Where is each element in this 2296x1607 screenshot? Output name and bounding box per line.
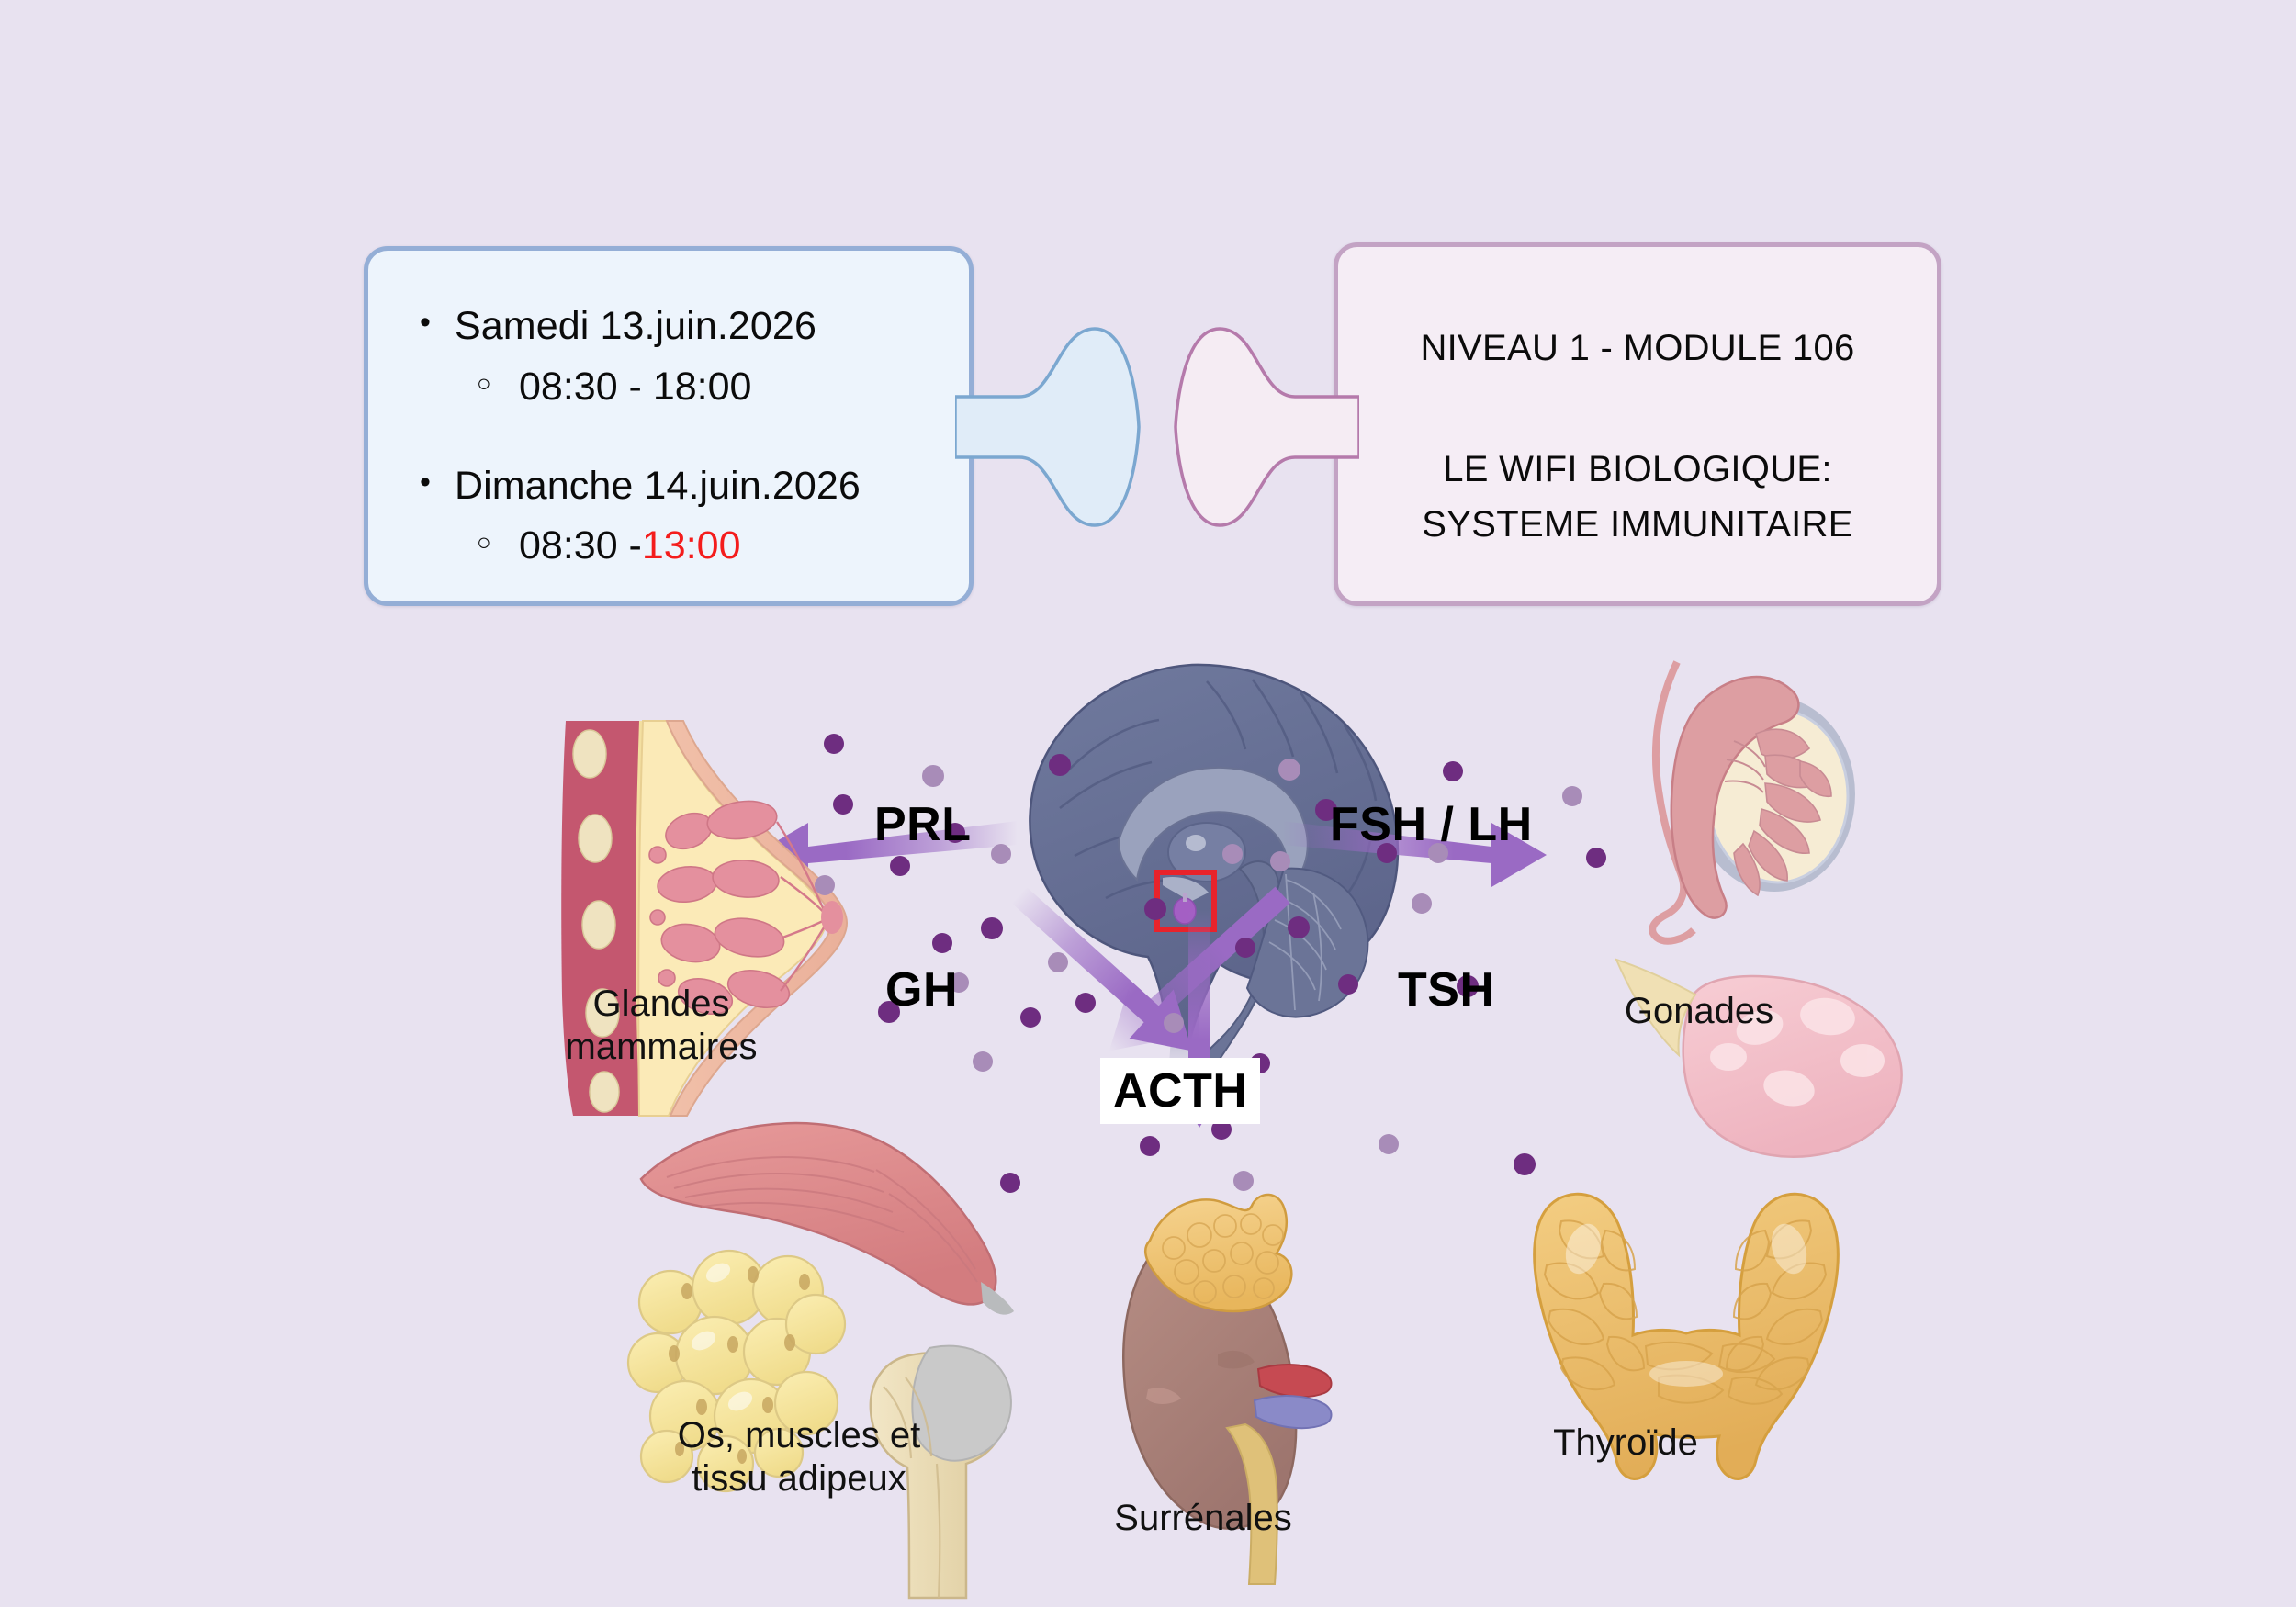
subject-line-2: SYSTEME IMMUNITAIRE	[1422, 504, 1853, 545]
module-line: NIVEAU 1 - MODULE 106	[1420, 328, 1855, 368]
renal-artery	[1256, 1364, 1333, 1399]
milk-lobules	[648, 800, 791, 1015]
panel-connector	[955, 327, 1359, 527]
hormone-label-acth: ACTH	[1100, 1058, 1261, 1124]
adipose-tissue	[626, 1249, 847, 1493]
hormone-label-gh: GH	[885, 963, 958, 1017]
arrow-fsh-lh	[1282, 821, 1547, 887]
title-text-block: NIVEAU 1 - MODULE 106 LE WIFI BIOLOGIQUE…	[1338, 247, 1937, 552]
organ-label-bone-muscle-fat: Os, muscles et tissu adipeux	[677, 1415, 921, 1500]
kidney-highlight	[1146, 1388, 1181, 1404]
organ-label-mammary: Glandes mammaires	[565, 983, 758, 1068]
schedule-time-highlight: 13:00	[641, 523, 741, 568]
fat-highlights	[691, 1263, 753, 1411]
lipid-nuclei	[669, 1266, 810, 1464]
subject-line-1: LE WIFI BIOLOGIQUE:	[1443, 449, 1832, 489]
bullet-icon: •	[420, 305, 432, 340]
sub-bullet-icon: ○	[477, 368, 491, 397]
ureter	[1225, 1422, 1278, 1585]
schedule-time-prefix: 08:30 -	[519, 523, 642, 568]
sub-bullet-icon: ○	[477, 528, 491, 556]
schedule-time-row: ○ 08:30 - 18:00	[477, 363, 969, 412]
hormone-label-tsh: TSH	[1398, 963, 1495, 1017]
nipple	[821, 901, 843, 934]
endocrine-axis-diagram	[561, 660, 1903, 1600]
bone-contours	[883, 1377, 941, 1599]
schedule-panel: • Samedi 13.juin.2026 ○ 08:30 - 18:00 • …	[364, 246, 974, 606]
thalamus-highlight	[1186, 835, 1206, 851]
organ-label-thyroid: Thyroïde	[1553, 1422, 1698, 1463]
schedule-day-row: • Samedi 13.juin.2026	[420, 302, 969, 352]
adrenal-texture	[1162, 1213, 1284, 1304]
brain-illustration	[1029, 663, 1400, 1077]
schedule-time-label: 08:30 - 18:00	[519, 364, 752, 409]
femoral-head-cartilage	[911, 1344, 1012, 1462]
kidney-hilum	[1218, 1350, 1255, 1369]
hypothalamus	[1163, 876, 1209, 902]
hormone-label-fsh-lh: FSH / LH	[1330, 798, 1533, 851]
thyroid-highlights	[1565, 1223, 1807, 1387]
thyroid-gland	[1533, 1192, 1840, 1480]
epididymis	[1670, 675, 1800, 919]
schedule-time-row: ○ 08:30 - 13:00	[477, 522, 969, 571]
thyroid-illustration	[1533, 1192, 1840, 1480]
gonads-illustration	[1615, 660, 1903, 1158]
thyroid-lobules	[1543, 1219, 1828, 1405]
rete-testis	[1724, 740, 1766, 793]
schedule-day-row: • Dimanche 14.juin.2026	[420, 462, 969, 511]
schedule-day-1: • Dimanche 14.juin.2026 ○ 08:30 - 13:00	[420, 462, 969, 572]
adrenal-kidney-illustration	[1122, 1193, 1333, 1585]
bullet-icon: •	[420, 464, 432, 500]
rib-cross-sections	[572, 729, 620, 1113]
ovary-follicles	[1710, 997, 1885, 1107]
schedule-day-0: • Samedi 13.juin.2026 ○ 08:30 - 18:00	[420, 302, 969, 412]
organ-label-gonads: Gonades	[1624, 991, 1774, 1031]
schedule-day-label: Samedi 13.juin.2026	[455, 304, 816, 348]
hormone-label-prl: PRL	[874, 798, 972, 851]
schedule-spacer	[420, 421, 969, 462]
organ-label-adrenals: Surrénales	[1114, 1498, 1292, 1538]
schedule-list: • Samedi 13.juin.2026 ○ 08:30 - 18:00 • …	[368, 251, 969, 571]
seminiferous-lobules	[1733, 728, 1832, 897]
title-panel: NIVEAU 1 - MODULE 106 LE WIFI BIOLOGIQUE…	[1334, 242, 1941, 606]
thalamus	[1167, 822, 1246, 882]
renal-vein	[1253, 1395, 1333, 1430]
fallopian-ligament	[1615, 958, 1697, 1058]
muscle-tendon	[981, 1282, 1014, 1315]
connector-left-shape	[955, 327, 1141, 527]
bone-muscle-fat-illustration	[626, 1121, 1014, 1600]
muscle-fibers	[666, 1156, 978, 1283]
femur-bone	[869, 1344, 1012, 1600]
schedule-day-label: Dimanche 14.juin.2026	[455, 463, 861, 508]
mammary-gland-illustration	[561, 720, 849, 1117]
connector-right-shape	[1174, 327, 1359, 527]
